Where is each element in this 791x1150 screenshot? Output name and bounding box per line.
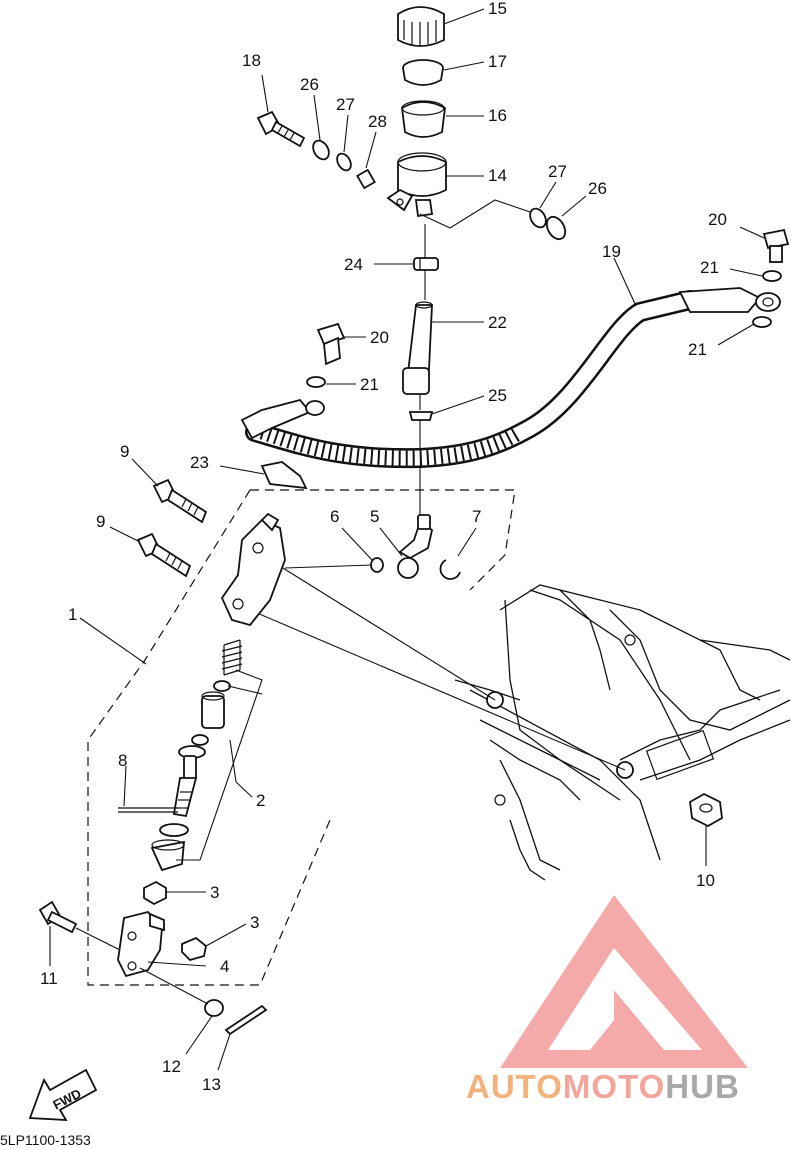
clevis-4	[117, 910, 165, 978]
nut-3b	[181, 936, 207, 962]
hose-clip-25	[408, 411, 434, 421]
brake-hose	[240, 287, 781, 469]
callout-20b: 20	[370, 328, 389, 347]
boot-ring	[159, 823, 189, 837]
cup-2	[191, 734, 209, 746]
circlip-7	[439, 559, 461, 580]
cotter-pin-13	[224, 1004, 268, 1036]
assembly-outline	[87, 489, 516, 986]
pivot-line-lower	[249, 609, 626, 771]
brand-logo-mark	[500, 895, 748, 1068]
callout-21a: 21	[700, 258, 719, 277]
callout-20a: 20	[708, 210, 727, 229]
cotter-pin-8	[118, 807, 178, 813]
hose-clip-24	[413, 257, 439, 271]
callout-26b: 26	[588, 179, 607, 198]
motorcycle-frame	[454, 584, 791, 881]
callout-3a: 3	[210, 883, 219, 902]
callout-28: 28	[368, 112, 387, 131]
push-rod	[172, 745, 206, 818]
brand-part-auto: AUTO	[466, 1068, 563, 1105]
gasket-21a	[762, 270, 782, 282]
callout-4: 4	[220, 957, 229, 976]
callout-1: 1	[68, 605, 77, 624]
hose-joint-5	[397, 514, 434, 579]
piston	[201, 691, 225, 729]
nut-10	[689, 792, 723, 828]
clevis-pin-11	[38, 900, 78, 934]
reservoir-cap	[397, 6, 445, 47]
callout-13: 13	[202, 1075, 221, 1094]
callout-labels: 15 17 16 14 18 26 27 28 27 26 24 20 21 1…	[40, 0, 727, 1094]
callout-21b: 21	[688, 340, 707, 359]
bolt-9b	[136, 532, 192, 578]
reservoir-hose	[402, 301, 433, 395]
washer-27b	[529, 207, 547, 229]
reservoir-mount-line	[419, 199, 531, 229]
callout-18: 18	[242, 51, 261, 70]
callout-8: 8	[118, 751, 127, 770]
washer-26b	[545, 215, 567, 241]
bolt-9a	[152, 478, 208, 524]
callout-21c: 21	[360, 375, 379, 394]
callout-19: 19	[602, 242, 621, 261]
hose-guide	[260, 461, 308, 490]
diaphragm-plate	[402, 59, 444, 86]
fwd-arrow-icon: FWD	[28, 1068, 98, 1121]
collar-28	[356, 168, 376, 190]
callout-10: 10	[696, 871, 715, 890]
callout-16: 16	[488, 106, 507, 125]
callout-14: 14	[488, 166, 507, 185]
pivot-line-upper	[269, 559, 496, 701]
brand-part-moto: MOTO	[562, 1068, 666, 1105]
diaphragm	[401, 100, 446, 138]
callout-9a: 9	[120, 442, 129, 461]
cup-1	[213, 680, 231, 692]
union-bolt-20a	[762, 228, 790, 263]
callout-25: 25	[488, 386, 507, 405]
brand-part-hub: HUB	[665, 1068, 740, 1105]
dust-boot	[150, 839, 186, 872]
callout-3b: 3	[250, 913, 259, 932]
washer-26a	[312, 139, 330, 161]
callout-6: 6	[330, 507, 339, 526]
callout-17: 17	[488, 52, 507, 71]
callout-12: 12	[162, 1057, 181, 1076]
brand-wordmark: AUTOMOTOHUB	[466, 1068, 740, 1106]
diagram-code: 5LP1100-1353	[0, 1132, 91, 1148]
callout-23: 23	[190, 453, 209, 472]
union-bolt-20b	[316, 322, 346, 366]
master-cylinder-bracket	[220, 512, 286, 627]
callout-24: 24	[344, 255, 363, 274]
callout-27b: 27	[548, 162, 567, 181]
spring	[221, 639, 243, 676]
callout-9b: 9	[96, 512, 105, 531]
leader-lines	[49, 8, 765, 1071]
callout-26a: 26	[300, 75, 319, 94]
callout-27a: 27	[336, 95, 355, 114]
gasket-21c	[306, 376, 326, 388]
reservoir-tank	[386, 152, 447, 218]
washer-27a	[336, 152, 352, 172]
callout-22: 22	[488, 313, 507, 332]
gasket-21b	[752, 316, 772, 328]
callout-5: 5	[370, 507, 379, 526]
part2-leader	[176, 669, 263, 861]
callout-2: 2	[256, 791, 265, 810]
callout-7: 7	[472, 507, 481, 526]
callout-11: 11	[40, 969, 58, 988]
callout-15: 15	[488, 0, 507, 18]
washer-12	[204, 999, 224, 1017]
reservoir-bolt	[256, 110, 306, 148]
o-ring-6	[370, 557, 384, 573]
nut-3a	[143, 880, 167, 906]
